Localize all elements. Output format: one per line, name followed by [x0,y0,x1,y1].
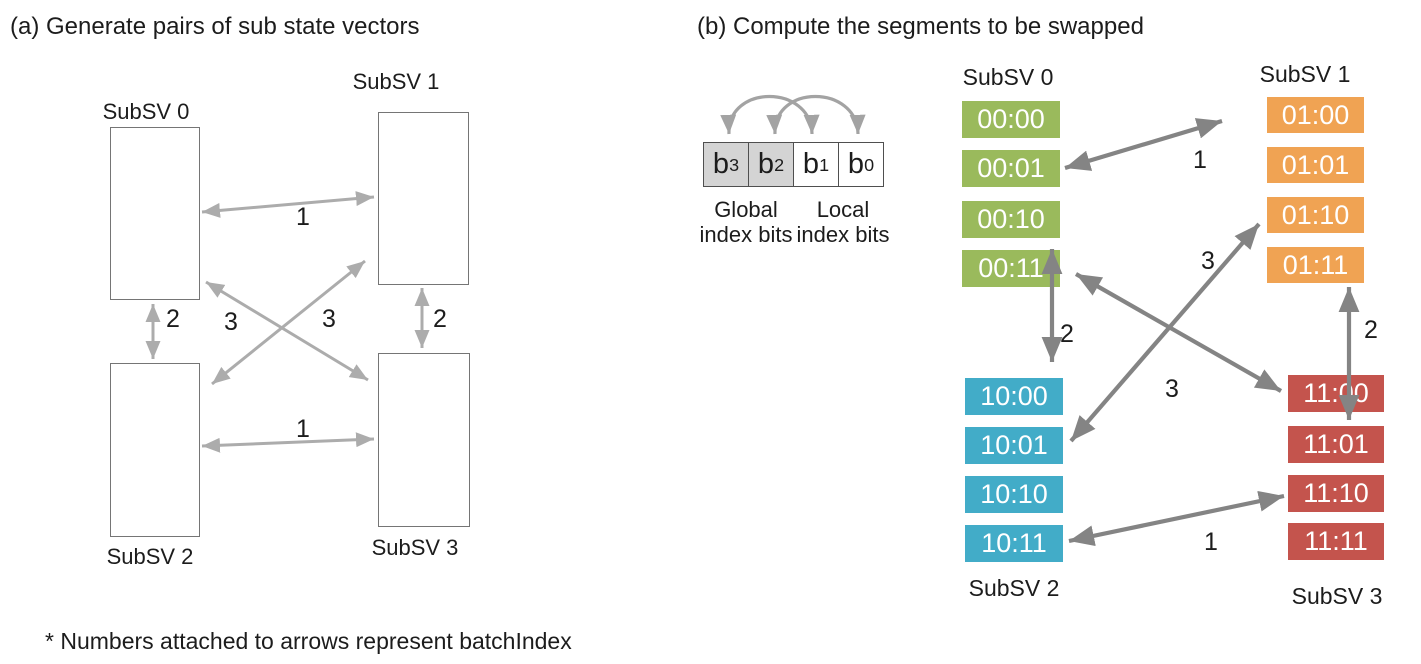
subsv3-box [378,353,470,527]
subsv1-label-a: SubSV 1 [352,69,440,94]
bit-swap-arc-b3-b1 [720,94,820,135]
bit-b1-base: b [802,148,820,180]
segment-10-01: 10:01 [965,427,1063,464]
arrow-b-batch3-1001-0110 [1069,222,1261,443]
bit-swap-arc-b2-b0 [766,94,866,135]
panel-b-title: (b) Compute the segments to be swapped [697,13,1144,40]
local-label-line1: Local [816,197,870,222]
arrow-b-batch1-1011-1110 [1068,490,1285,547]
arrow-a-batch1-subsv0-subsv1 [201,191,375,218]
batchindex-label-a-diag-right: 3 [322,305,336,333]
segment-00-11: 00:11 [962,250,1060,287]
batchindex-label-b-left: 2 [1060,320,1074,348]
batchindex-label-a-left: 2 [166,305,180,333]
bit-b0-base: b [847,148,865,180]
segment-01-11: 01:11 [1267,247,1364,283]
batchindex-label-a-bottom: 1 [296,415,310,443]
subsv2-box [110,363,200,537]
batchindex-label-b-right: 2 [1364,316,1378,344]
segment-10-00: 10:00 [965,378,1063,415]
global-index-bits-label: Global index bits [700,197,793,247]
bit-b3-base: b [712,148,730,180]
batchindex-label-b-diag-upper: 3 [1201,247,1215,275]
subsv2-label-b: SubSV 2 [968,575,1060,601]
global-label-line2: index bits [699,222,793,247]
segment-01-01: 01:01 [1267,147,1364,183]
segment-01-00: 01:00 [1267,97,1364,133]
segment-11-10: 11:10 [1288,475,1384,512]
batchindex-label-a-diag-left: 3 [224,308,238,336]
segment-11-01: 11:01 [1288,426,1384,463]
segment-00-00: 00:00 [962,101,1060,138]
segment-00-01: 00:01 [962,150,1060,187]
figure-footnote: * Numbers attached to arrows represent b… [45,628,572,654]
subsv3-label-a: SubSV 3 [371,535,459,560]
bit-b2-base: b [757,148,775,180]
subsv3-label-b: SubSV 3 [1291,583,1383,609]
batchindex-label-a-top: 1 [296,203,310,231]
segment-00-10: 00:10 [962,201,1060,238]
batchindex-label-b-bottom: 1 [1204,528,1218,556]
arrow-a-batch1-subsv2-subsv3 [201,432,375,453]
subsv1-label-b: SubSV 1 [1259,61,1351,87]
batchindex-label-a-right: 2 [433,305,447,333]
subsv2-label-a: SubSV 2 [106,544,194,569]
segment-11-11: 11:11 [1288,523,1384,560]
global-label-line1: Global [714,197,778,222]
subsv0-label-b: SubSV 0 [962,64,1054,90]
subsv0-box [110,127,200,300]
subsv1-box [378,112,469,285]
arrow-b-batch3-0011-1100 [1074,272,1283,393]
batchindex-label-b-diag-lower: 3 [1165,375,1179,403]
local-index-bits-label: Local index bits [797,197,890,247]
segment-10-11: 10:11 [965,525,1063,562]
segment-01-10: 01:10 [1267,197,1364,233]
segment-11-00: 11:00 [1288,375,1384,412]
local-label-line2: index bits [796,222,890,247]
subsv0-label-a: SubSV 0 [102,99,190,124]
segment-10-10: 10:10 [965,476,1063,513]
panel-a-title: (a) Generate pairs of sub state vectors [10,13,420,40]
batchindex-label-b-top: 1 [1193,146,1207,174]
